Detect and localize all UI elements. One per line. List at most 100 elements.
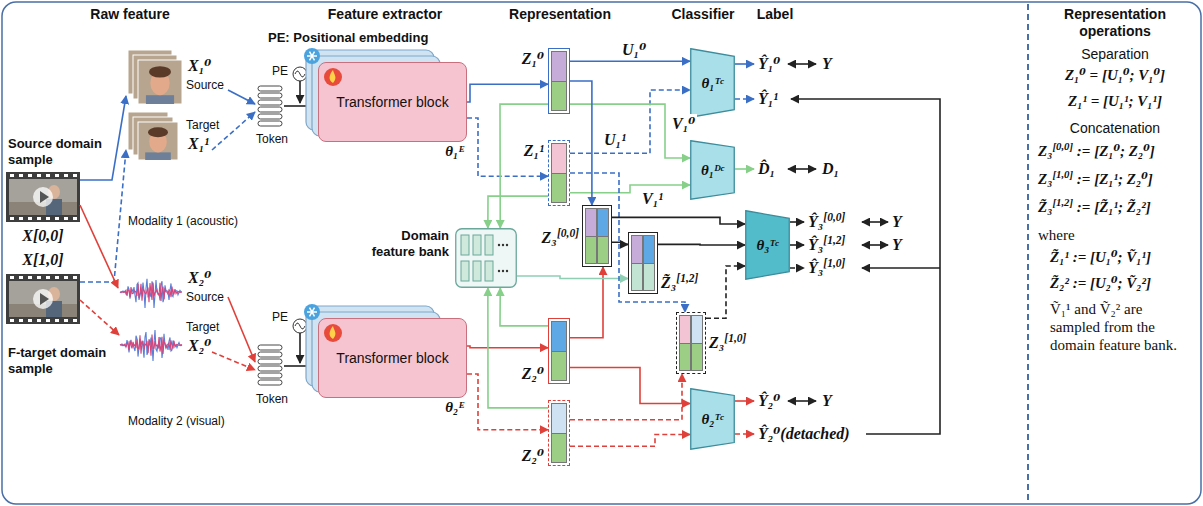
trainable-icon-disc xyxy=(324,68,342,86)
play-button xyxy=(33,289,53,309)
supervision-arrow xyxy=(788,400,816,402)
node-label: θ₂ᵀᶜ xyxy=(701,410,723,428)
play-icon xyxy=(40,293,49,305)
note: Ṽ₁¹ and Ṽ₂² are sampled from the domain … xyxy=(1050,300,1190,354)
face-frame xyxy=(138,122,178,160)
equation: Z̃₂² := [U₂⁰; Ṽ₂²] xyxy=(1050,274,1151,292)
vector-segment xyxy=(597,208,609,237)
math-symbol: X₂⁰ xyxy=(188,336,211,355)
domain-tag: Target xyxy=(186,118,219,132)
connector-arrow xyxy=(612,242,628,244)
prediction: Ŷ₂⁰(detached) xyxy=(758,424,850,443)
connector-arrow xyxy=(467,84,548,102)
film-hole xyxy=(64,319,68,322)
vector-segment xyxy=(679,344,691,372)
vector-column xyxy=(551,51,567,111)
positional-embedding-symbol xyxy=(293,319,307,333)
drawn-part: [1,2] xyxy=(1052,196,1073,208)
film-hole xyxy=(46,319,50,322)
drawn-part: [0,0] xyxy=(557,227,579,239)
film-hole xyxy=(55,276,59,279)
edge-label: U₁⁰ xyxy=(620,40,648,59)
ground-truth: Y xyxy=(892,235,902,254)
token-bar xyxy=(258,86,282,91)
node-label: Z₂⁰ xyxy=(522,446,544,465)
trapezoid xyxy=(691,389,735,450)
sine-symbol xyxy=(295,71,305,77)
node-label: Z₃[0,0] xyxy=(542,228,579,247)
prediction: Ŷ₃[0,0] xyxy=(808,212,845,231)
vector-segment xyxy=(679,315,691,344)
film-hole xyxy=(73,217,77,220)
drawn-part: [1,2] xyxy=(676,272,698,284)
detached-target-arrow xyxy=(862,267,940,269)
node-label: Z₂⁰ xyxy=(522,364,544,383)
feature-vector: Z₁⁰ xyxy=(548,48,570,114)
film-hole xyxy=(55,319,59,322)
prediction: Ŷ₁¹ xyxy=(758,89,778,108)
face-background xyxy=(138,122,178,160)
vector-body xyxy=(585,208,609,264)
node-label: θ₁ᵀᶜ xyxy=(701,74,723,92)
detached-target-arrow xyxy=(791,99,940,434)
connector-arrow xyxy=(658,244,745,246)
token-bar xyxy=(258,359,282,364)
node-label: Transformer block xyxy=(336,94,448,111)
domain-tag: Source xyxy=(186,290,224,304)
connector-arrow xyxy=(570,374,682,420)
flame xyxy=(330,326,336,339)
trainable-icon xyxy=(323,67,343,87)
node-label: Z₁¹ xyxy=(524,141,544,160)
film-hole xyxy=(28,276,32,279)
vector-body xyxy=(551,403,567,463)
waveform xyxy=(120,279,182,308)
input-arrow xyxy=(228,90,255,104)
face-shirt xyxy=(145,152,171,160)
node-label: θ₂ᴱ xyxy=(445,398,464,416)
film-hole xyxy=(10,217,14,220)
note: where xyxy=(1038,226,1075,244)
film-hole xyxy=(19,217,23,220)
prediction: Ŷ₃[1,2] xyxy=(808,235,845,254)
column-header: Representation xyxy=(509,6,611,23)
feature-vector: Z₂⁰ xyxy=(548,400,570,466)
film-frame xyxy=(6,274,80,324)
vector-column xyxy=(679,315,691,371)
ellipsis-dot xyxy=(498,244,500,246)
supervision-arrow xyxy=(788,63,816,65)
ellipsis-dot xyxy=(498,270,500,272)
node-label: θ₃ᵀᶜ xyxy=(756,236,778,254)
panel-header: Representation operations xyxy=(1050,6,1180,40)
column-header: Classifier xyxy=(671,6,734,23)
film-picture xyxy=(9,281,77,317)
vector-segment xyxy=(585,208,597,237)
classifier: θ₁ᴰᶜ xyxy=(690,140,735,200)
film-hole xyxy=(64,217,68,220)
transformer-block: Transformer blockθ₁ᴱ xyxy=(318,62,467,142)
drawn-part: [1,0] xyxy=(724,332,746,344)
vector-segment xyxy=(597,237,609,265)
feature-bank-box xyxy=(456,229,517,288)
vector-column xyxy=(551,321,567,381)
prediction: Ŷ₁⁰ xyxy=(758,54,780,73)
film-hole xyxy=(10,276,14,279)
vector-column xyxy=(585,208,597,264)
vector-body xyxy=(631,235,655,291)
node-label: θ₁ᴰᶜ xyxy=(701,161,724,179)
face-hair xyxy=(148,127,168,137)
frozen-icon-stroke xyxy=(310,308,315,317)
vector-segment xyxy=(585,237,597,265)
note: PE: Positional embedding xyxy=(268,30,428,46)
transformer-block: Transformer blockθ₂ᴱ xyxy=(318,318,467,398)
ground-truth: Y xyxy=(822,391,832,410)
vector-column xyxy=(551,143,567,203)
vector-segment xyxy=(551,403,567,434)
token-bar xyxy=(258,93,282,98)
film-hole xyxy=(37,174,41,177)
connector-arrow xyxy=(706,266,745,318)
drawn-part: [0,0] xyxy=(1052,140,1073,152)
math-symbol: X₂⁰ xyxy=(188,268,211,287)
drawn-part: [0,0] xyxy=(823,211,845,223)
vector-body xyxy=(551,143,567,203)
film-hole xyxy=(73,174,77,177)
